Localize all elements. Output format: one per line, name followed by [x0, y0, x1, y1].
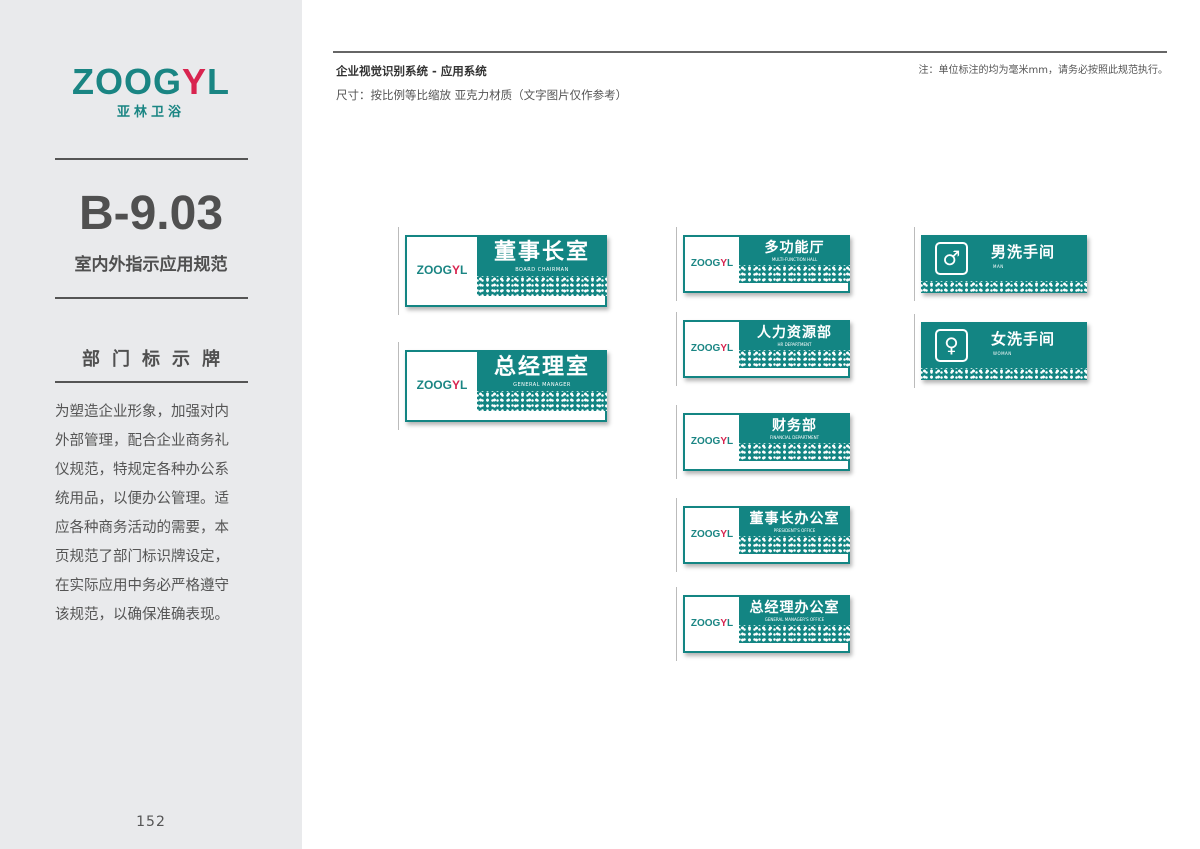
sign-logo: ZOOGYL [416, 263, 468, 277]
sign-logo: ZOOGYL [690, 258, 734, 269]
sign-logo-panel [685, 508, 739, 562]
sign-logo: ZOOGYL [690, 343, 734, 354]
male-icon: ♂ [935, 242, 968, 275]
description-line: 页规范了部门标识牌设定， [55, 549, 229, 565]
female-icon: ♀ [935, 329, 968, 362]
sign-footer-strip [739, 461, 848, 469]
description-line: 仪规范，特规定各种办公系 [55, 462, 229, 478]
page-number: 152 [136, 814, 166, 830]
mount-bracket [398, 342, 399, 430]
size-note: 尺寸：按比例等比缩放 亚克力材质（文字图片仅作参考） [336, 88, 628, 102]
section-heading: 部门标示牌 [82, 349, 232, 370]
sign-footer-strip [477, 411, 605, 420]
mount-bracket [914, 314, 915, 388]
sign-title: 总经理室 [493, 355, 590, 380]
sign-english: BOARD CHAIRMAN [515, 267, 569, 273]
header-note: 注：单位标注的均为毫米mm，请务必按照此规范执行。 [918, 65, 1168, 76]
sign-title: 男洗手间 [991, 243, 1056, 261]
leaf-pattern [739, 625, 850, 642]
sign-footer-strip [739, 554, 848, 562]
sign-title: 总经理办公室 [749, 600, 840, 616]
header-rule [333, 51, 1167, 53]
sidebar: ZOOGYL 亚林卫浴 B-9.03 室内外指示应用规范 部门标示牌 为塑造企业… [0, 0, 302, 849]
sign-title: 董事长办公室 [749, 511, 840, 527]
sign-logo: ZOOGYL [416, 378, 468, 392]
description-line: 该规范，以确保准确表现。 [55, 607, 229, 623]
leaf-pattern [739, 265, 850, 282]
sign-footer-strip [477, 296, 605, 305]
mount-bracket [914, 227, 915, 301]
sign-footer-strip [739, 368, 848, 376]
sign-title: 财务部 [772, 418, 817, 434]
leaf-pattern [921, 368, 1087, 380]
sign-title: 多功能厅 [764, 240, 825, 256]
sign-english: GENERAL MANAGER'S OFFICE [764, 617, 825, 622]
mount-bracket [398, 227, 399, 315]
sign-logo-panel [407, 237, 477, 305]
sign-footer-strip [739, 643, 848, 651]
divider [55, 297, 248, 299]
sign-english: MULTI-FUNCTION HALL [771, 257, 818, 262]
section-subtitle: 室内外指示应用规范 [74, 255, 228, 275]
leaf-pattern [739, 536, 850, 553]
sign-english: HR DEPARTMENT [777, 342, 812, 347]
header-title: 企业视觉识别系统 - 应用系统 [336, 64, 487, 78]
description-line: 应各种商务活动的需要，本 [55, 520, 229, 536]
sign-footer-strip [739, 283, 848, 291]
mount-bracket [676, 312, 677, 386]
door-sign: ZOOGYL 总经理室 GENERAL MANAGER [405, 350, 607, 422]
door-sign: ♀ 女洗手间 WOMAN [921, 322, 1087, 380]
description-line: 统用品，以便办公管理。适 [55, 491, 229, 507]
sign-logo-panel [407, 352, 477, 420]
sign-logo-panel [685, 237, 739, 291]
sign-logo-panel [685, 415, 739, 469]
brand-logo: ZOOGYL [71, 61, 230, 102]
sign-logo: ZOOGYL [690, 529, 734, 540]
leaf-pattern [477, 276, 607, 296]
divider [55, 381, 248, 383]
sign-english: WOMAN [993, 351, 1012, 356]
sign-english: MAN [993, 264, 1004, 269]
sign-logo-panel [685, 597, 739, 651]
sign-english: GENERAL MANAGER [513, 382, 571, 388]
sign-title: 女洗手间 [991, 330, 1056, 348]
leaf-pattern [739, 443, 850, 460]
door-sign: ♂ 男洗手间 MAN [921, 235, 1087, 293]
divider [55, 158, 248, 160]
mount-bracket [676, 227, 677, 301]
description-line: 为塑造企业形象，加强对内 [55, 404, 229, 420]
sign-english: PRESIDENT'S OFFICE [773, 528, 816, 533]
brand-logo-cn: 亚林卫浴 [116, 105, 185, 120]
description-line: 外部管理，配合企业商务礼 [55, 433, 229, 449]
mount-bracket [676, 498, 677, 572]
sign-title: 董事长室 [493, 240, 590, 265]
sign-logo: ZOOGYL [690, 436, 734, 447]
sign-english: FINANCIAL DEPARTMENT [769, 435, 820, 440]
door-sign: ZOOGYL 董事长室 BOARD CHAIRMAN [405, 235, 607, 307]
leaf-pattern [477, 391, 607, 411]
section-code: B-9.03 [78, 187, 224, 240]
sign-logo-panel [685, 322, 739, 376]
mount-bracket [676, 405, 677, 479]
sign-logo: ZOOGYL [690, 618, 734, 629]
mount-bracket [676, 587, 677, 661]
description: 为塑造企业形象，加强对内 外部管理，配合企业商务礼 仪规范，特规定各种办公系 统… [55, 398, 265, 630]
leaf-pattern [921, 281, 1087, 293]
leaf-pattern [739, 350, 850, 367]
description-line: 在实际应用中务必严格遵守 [55, 578, 229, 594]
sign-title: 人力资源部 [757, 325, 832, 341]
